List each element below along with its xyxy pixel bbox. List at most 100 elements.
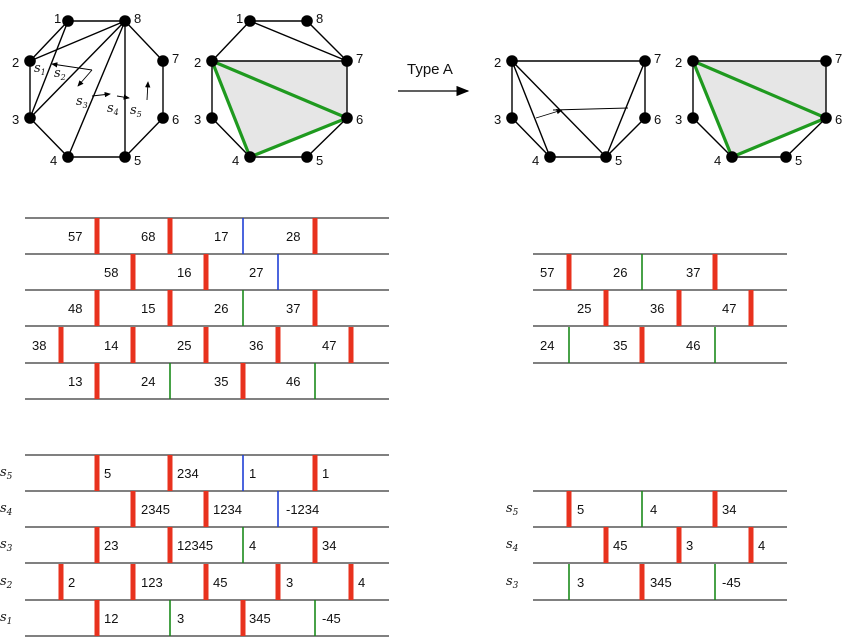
cell-label: 37 bbox=[286, 301, 300, 316]
node-label: 1 bbox=[236, 11, 243, 26]
node-label: 5 bbox=[134, 153, 141, 168]
graph-edge bbox=[67, 20, 126, 158]
graph-node bbox=[506, 55, 518, 67]
cell-label: 46 bbox=[686, 338, 700, 353]
graph-edge bbox=[29, 20, 69, 119]
cell-label: 3 bbox=[577, 575, 584, 590]
graph-node bbox=[600, 151, 612, 163]
node-label: 5 bbox=[316, 153, 323, 168]
graph-node bbox=[24, 55, 36, 67]
cell-label: 36 bbox=[650, 301, 664, 316]
graph-node bbox=[726, 151, 738, 163]
node-label: 7 bbox=[172, 51, 179, 66]
cell-label: 14 bbox=[104, 338, 118, 353]
cell-label: 34 bbox=[722, 502, 736, 517]
graph-node bbox=[244, 15, 256, 27]
graph-edge bbox=[692, 117, 733, 158]
graph-node bbox=[780, 151, 792, 163]
cell-label: 123 bbox=[141, 575, 163, 590]
graph-node bbox=[544, 151, 556, 163]
cell-label: 4 bbox=[358, 575, 365, 590]
cell-label: 3 bbox=[286, 575, 293, 590]
graph-node bbox=[301, 151, 313, 163]
graph-edge bbox=[306, 20, 348, 62]
node-label: 1 bbox=[54, 11, 61, 26]
triangle-edge bbox=[692, 59, 827, 120]
strand-line bbox=[552, 107, 629, 111]
cell-label: 46 bbox=[286, 374, 300, 389]
node-label: 2 bbox=[194, 55, 201, 70]
triangle-edge bbox=[731, 116, 827, 159]
cell-label: 35 bbox=[613, 338, 627, 353]
cell-label: 37 bbox=[686, 265, 700, 280]
cell-label: 45 bbox=[213, 575, 227, 590]
node-label: 4 bbox=[50, 153, 57, 168]
node-label: 5 bbox=[615, 153, 622, 168]
cell-label: 2 bbox=[68, 575, 75, 590]
cell-label: 24 bbox=[540, 338, 554, 353]
strand-label: s4 bbox=[107, 101, 119, 117]
triangle-edge bbox=[211, 59, 348, 120]
row-label: s5 bbox=[506, 501, 519, 518]
node-label: 3 bbox=[194, 112, 201, 127]
graph-node bbox=[687, 55, 699, 67]
graph-edge bbox=[29, 20, 69, 62]
cell-label: 47 bbox=[322, 338, 336, 353]
graph-node bbox=[639, 112, 651, 124]
cell-label: 234 bbox=[177, 466, 199, 481]
cell-label: 345 bbox=[650, 575, 672, 590]
triangle-edge bbox=[249, 116, 348, 159]
cell-label: 16 bbox=[177, 265, 191, 280]
shaded-region bbox=[693, 61, 826, 157]
graph-edge bbox=[211, 117, 251, 158]
node-label: 4 bbox=[532, 153, 539, 168]
graph-node bbox=[341, 112, 353, 124]
cell-label: 28 bbox=[286, 229, 300, 244]
node-label: 7 bbox=[654, 51, 661, 66]
shaded-region bbox=[212, 61, 347, 157]
node-label: 2 bbox=[12, 55, 19, 70]
graph-node bbox=[62, 15, 74, 27]
node-label: 4 bbox=[232, 153, 239, 168]
graph-edge bbox=[511, 117, 551, 158]
cell-label: -45 bbox=[322, 611, 341, 626]
cell-label: 17 bbox=[214, 229, 228, 244]
row-label: s3 bbox=[0, 537, 13, 554]
node-label: 5 bbox=[795, 153, 802, 168]
node-label: 4 bbox=[714, 153, 721, 168]
node-label: 3 bbox=[12, 112, 19, 127]
strand-arrow bbox=[116, 94, 130, 100]
cell-label: 3 bbox=[177, 611, 184, 626]
node-label: 8 bbox=[316, 11, 323, 26]
node-label: 7 bbox=[356, 51, 363, 66]
graph-node bbox=[206, 112, 218, 124]
node-label: 6 bbox=[654, 112, 661, 127]
graph-edge bbox=[605, 60, 646, 158]
graph-node bbox=[119, 151, 131, 163]
row-label: s3 bbox=[506, 574, 519, 591]
cell-label: 15 bbox=[141, 301, 155, 316]
row-label: s4 bbox=[0, 501, 13, 518]
node-label: 6 bbox=[172, 112, 179, 127]
cell-label: 4 bbox=[758, 538, 765, 553]
graph-edge bbox=[511, 60, 607, 158]
graph-edge bbox=[124, 20, 164, 62]
graph-edge bbox=[511, 60, 551, 158]
strand-label: s5 bbox=[130, 103, 142, 119]
cell-label: 1 bbox=[322, 466, 329, 481]
cell-label: 57 bbox=[68, 229, 82, 244]
cell-label: 25 bbox=[577, 301, 591, 316]
triangle-edge bbox=[210, 60, 252, 158]
node-label: 3 bbox=[494, 112, 501, 127]
row-label: s5 bbox=[0, 465, 13, 482]
cell-label: 1 bbox=[249, 466, 256, 481]
cell-label: 3 bbox=[686, 538, 693, 553]
